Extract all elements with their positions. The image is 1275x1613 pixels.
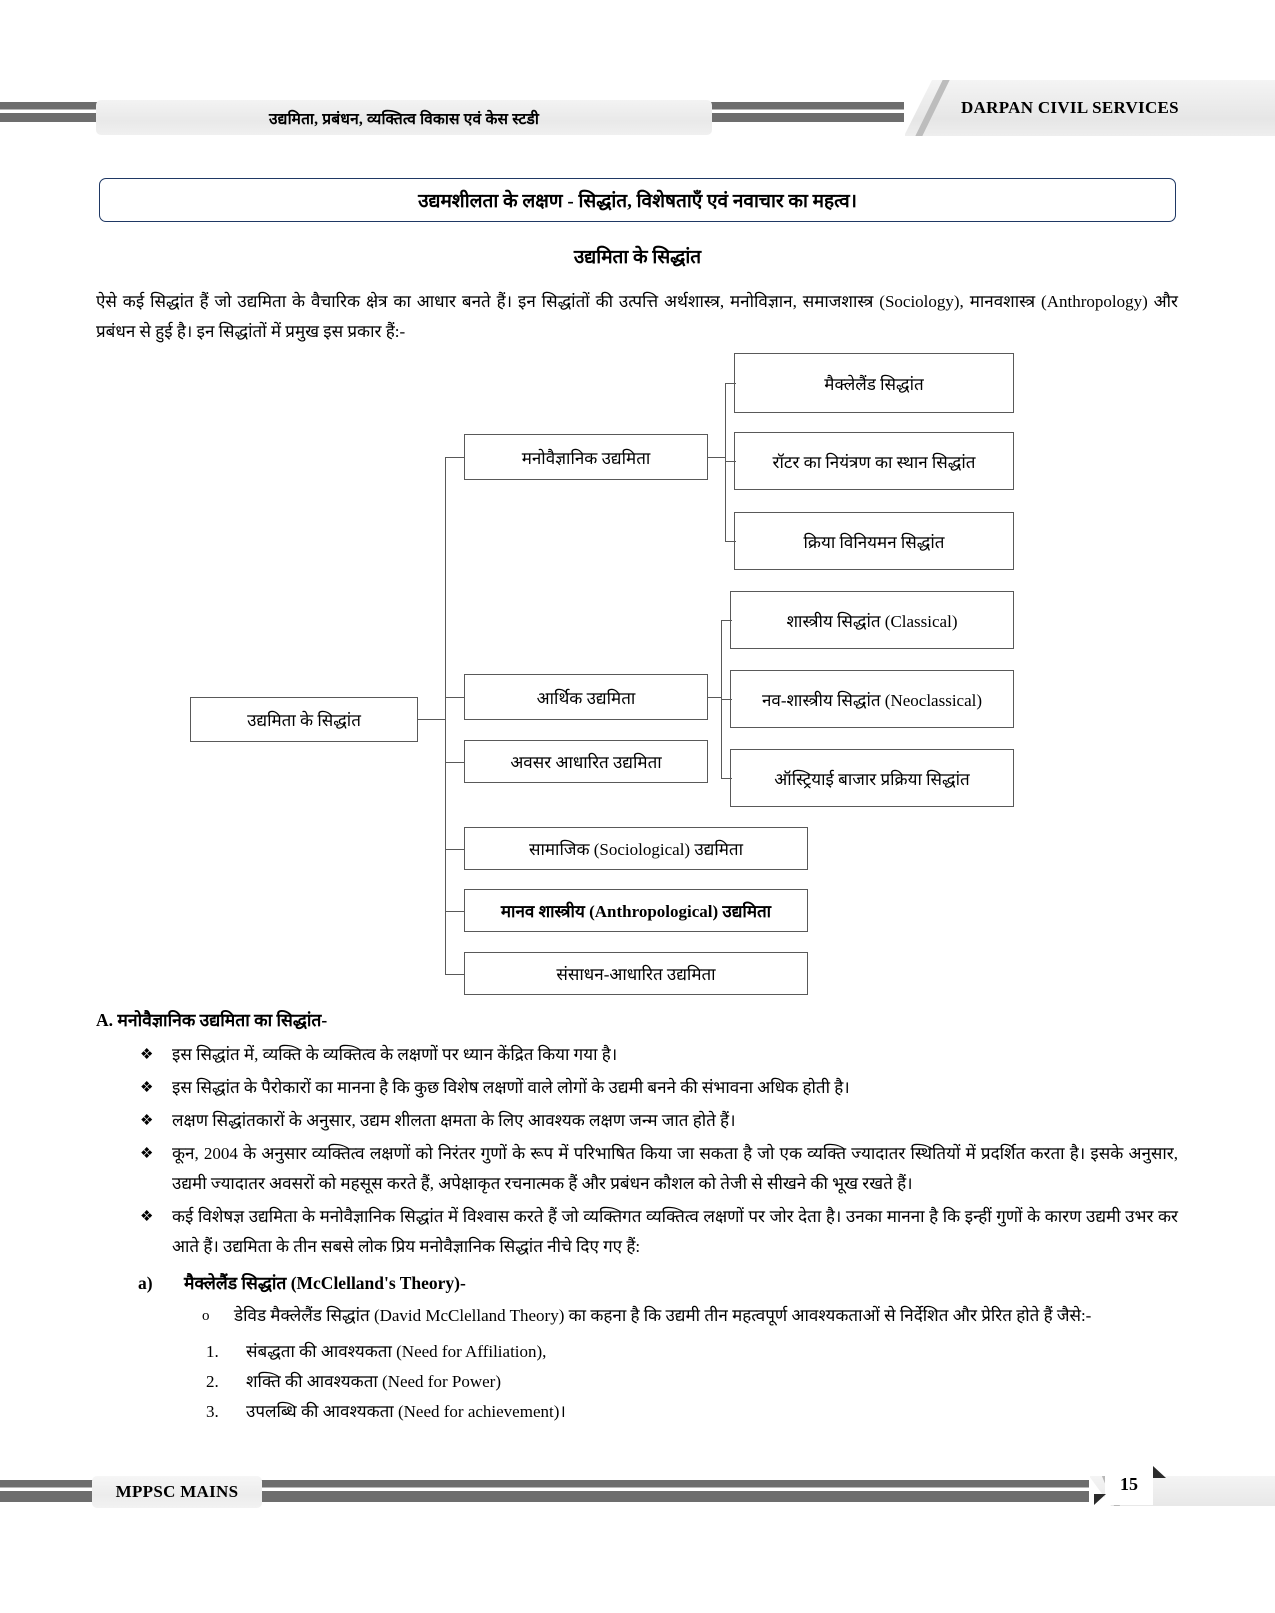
tree-node-branch-5-label: संसाधन-आधारित उद्यमिता xyxy=(556,965,716,984)
connector-leaf-0-0 xyxy=(725,383,736,385)
footer-rule xyxy=(0,1480,1120,1502)
connector-branch-4 xyxy=(445,911,464,913)
tree-node-leaf-0-2-label: क्रिया विनियमन सिद्धांत xyxy=(803,532,945,552)
connector-root-out xyxy=(418,719,446,721)
list-item-number: 1. xyxy=(206,1342,219,1361)
tree-node-root: उद्यमिता के सिद्धांत xyxy=(190,697,418,742)
list-item: ❖ कई विशेषज्ञ उद्यमिता के मनोवैज्ञानिक स… xyxy=(96,1202,1178,1262)
connector-leaf-0-1 xyxy=(725,461,736,463)
list-item: ❖ कून, 2004 के अनुसार व्यक्तित्व लक्षणों… xyxy=(96,1139,1178,1199)
tree-node-leaf-0-2: क्रिया विनियमन सिद्धांत xyxy=(734,512,1014,570)
connector-leaf-0-2 xyxy=(725,541,736,543)
tree-node-branch-0-label: मनोवैज्ञानिक उद्यमिता xyxy=(521,448,651,468)
list-item-text: कई विशेषज्ञ उद्यमिता के मनोवैज्ञानिक सिद… xyxy=(172,1207,1178,1256)
list-item: ❖ इस सिद्धांत के पैरोकारों का मानना है क… xyxy=(96,1073,1178,1103)
connector-branch-5 xyxy=(445,974,464,976)
tree-node-leaf-1-2-label: ऑस्ट्रियाई बाजार प्रक्रिया सिद्धांत xyxy=(774,769,970,789)
connector-branch-2 xyxy=(445,762,464,764)
connector-leaf-1-1 xyxy=(721,699,732,701)
connector-branch-0-out xyxy=(708,457,726,459)
tree-node-branch-2: अवसर आधारित उद्यमिता xyxy=(464,740,708,783)
diamond-bullet-icon: ❖ xyxy=(140,1209,154,1225)
list-item-text: संबद्धता की आवश्यकता (Need for Affiliati… xyxy=(246,1342,547,1361)
tree-node-branch-3-label: सामाजिक (Sociological) उद्यमिता xyxy=(528,840,744,859)
footer-exam-plate: MPPSC MAINS xyxy=(92,1476,262,1508)
list-item-text: इस सिद्धांत में, व्यक्ति के व्यक्तित्व क… xyxy=(172,1045,618,1064)
tree-node-leaf-1-0-label: शास्त्रीय सिद्धांत (Classical) xyxy=(786,611,958,631)
tree-node-leaf-0-1: रॉटर का नियंत्रण का स्थान सिद्धांत xyxy=(734,432,1014,490)
tree-node-branch-1-label: आर्थिक उद्यमिता xyxy=(536,688,636,708)
list-item-text: कून, 2004 के अनुसार व्यक्तित्व लक्षणों क… xyxy=(172,1144,1178,1193)
section-subtitle: उद्यमिता के सिद्धांत xyxy=(573,247,702,268)
item-a-block: a) मैक्लेलैंड सिद्धांत (McClelland's The… xyxy=(96,1268,1178,1427)
header-brand-plate: DARPAN CIVIL SERVICES xyxy=(904,80,1275,136)
tree-node-leaf-1-1: नव-शास्त्रीय सिद्धांत (Neoclassical) xyxy=(730,670,1014,728)
tree-node-leaf-0-0-label: मैक्लेलैंड सिद्धांत xyxy=(824,374,924,394)
tree-node-branch-3: सामाजिक (Sociological) उद्यमिता xyxy=(464,827,808,870)
list-item: 2. शक्ति की आवश्यकता (Need for Power) xyxy=(96,1367,1178,1397)
list-item: ❖ लक्षण सिद्धांतकारों के अनुसार, उद्यम श… xyxy=(96,1106,1178,1136)
connector-leaf-1-2 xyxy=(721,778,732,780)
list-item-text: शक्ति की आवश्यकता (Need for Power) xyxy=(246,1372,501,1391)
tree-node-branch-2-label: अवसर आधारित उद्यमिता xyxy=(510,753,662,772)
tree-node-leaf-1-1-label: नव-शास्त्रीय सिद्धांत (Neoclassical) xyxy=(761,690,983,710)
header-rule-middle xyxy=(700,102,905,122)
connector-main-spine xyxy=(445,457,447,974)
tree-node-leaf-0-1-label: रॉटर का नियंत्रण का स्थान सिद्धांत xyxy=(772,452,976,472)
tree-node-branch-0: मनोवैज्ञानिक उद्यमिता xyxy=(464,434,708,480)
list-item: 3. उपलब्धि की आवश्यकता (Need for achieve… xyxy=(96,1397,1178,1427)
theories-tree-diagram: उद्यमिता के सिद्धांत मनोवैज्ञानिक उद्यमि… xyxy=(0,348,1275,1008)
footer-exam-label: MPPSC MAINS xyxy=(115,1482,239,1501)
header-rule-left xyxy=(0,102,110,122)
diamond-bullet-icon: ❖ xyxy=(140,1113,154,1129)
topic-title-box: उद्यमशीलता के लक्षण - सिद्धांत, विशेषताए… xyxy=(99,178,1176,222)
intro-paragraph: ऐसे कई सिद्धांत हैं जो उद्यमिता के वैचार… xyxy=(96,292,1178,341)
list-item-text: उपलब्धि की आवश्यकता (Need for achievemen… xyxy=(246,1402,566,1421)
tree-node-leaf-1-2: ऑस्ट्रियाई बाजार प्रक्रिया सिद्धांत xyxy=(730,749,1014,807)
item-a-sub-text: डेविड मैक्लेलैंड सिद्धांत (David McClell… xyxy=(234,1306,1092,1325)
connector-branch-3 xyxy=(445,849,464,851)
diamond-bullet-icon: ❖ xyxy=(140,1047,154,1063)
tree-node-branch-5: संसाधन-आधारित उद्यमिता xyxy=(464,952,808,995)
tree-node-branch-4-label: मानव शास्त्रीय (Anthropological) उद्यमित… xyxy=(500,902,772,921)
connector-branch-1 xyxy=(445,697,464,699)
circle-bullet-icon: o xyxy=(202,1308,210,1324)
item-a-marker: a) xyxy=(138,1273,153,1293)
tree-node-branch-1: आर्थिक उद्यमिता xyxy=(464,674,708,720)
tree-node-branch-4: मानव शास्त्रीय (Anthropological) उद्यमित… xyxy=(464,889,808,932)
page-corner-triangle-right-icon xyxy=(1153,1466,1166,1478)
list-item: 1. संबद्धता की आवश्यकता (Need for Affili… xyxy=(96,1337,1178,1367)
connector-branch-1-out xyxy=(708,697,722,699)
connector-leaf-1-0 xyxy=(721,620,732,622)
header-chapter-title: उद्यमिता, प्रबंधन, व्यक्तित्व विकास एवं … xyxy=(268,110,540,128)
list-item-text: लक्षण सिद्धांतकारों के अनुसार, उद्यम शील… xyxy=(172,1111,736,1130)
page-footer: MPPSC MAINS 15 xyxy=(0,1463,1275,1512)
item-a-title: मैक्लेलैंड सिद्धांत (McClelland's Theory… xyxy=(184,1273,466,1293)
item-a-numbered-list: 1. संबद्धता की आवश्यकता (Need for Affili… xyxy=(96,1337,1178,1427)
page-number: 15 xyxy=(1105,1463,1153,1505)
diamond-bullet-icon: ❖ xyxy=(140,1080,154,1096)
tree-node-leaf-0-0: मैक्लेलैंड सिद्धांत xyxy=(734,353,1014,413)
page-header xyxy=(0,88,1275,136)
header-brand-label: DARPAN CIVIL SERVICES xyxy=(961,98,1179,117)
connector-branch-0 xyxy=(445,457,464,459)
section-a-bullet-list: ❖ इस सिद्धांत में, व्यक्ति के व्यक्तित्व… xyxy=(96,1040,1178,1265)
tree-node-root-label: उद्यमिता के सिद्धांत xyxy=(247,711,361,730)
section-a-heading: A. मनोवैज्ञानिक उद्यमिता का सिद्धांत- xyxy=(96,1010,328,1030)
item-a-sub-row: o डेविड मैक्लेलैंड सिद्धांत (David McCle… xyxy=(96,1301,1178,1331)
list-item-text: इस सिद्धांत के पैरोकारों का मानना है कि … xyxy=(172,1078,850,1097)
diamond-bullet-icon: ❖ xyxy=(140,1146,154,1162)
list-item-number: 3. xyxy=(206,1402,219,1421)
list-item-number: 2. xyxy=(206,1372,219,1391)
list-item: ❖ इस सिद्धांत में, व्यक्ति के व्यक्तित्व… xyxy=(96,1040,1178,1070)
header-chapter-plate: उद्यमिता, प्रबंधन, व्यक्तित्व विकास एवं … xyxy=(96,100,712,135)
tree-node-leaf-1-0: शास्त्रीय सिद्धांत (Classical) xyxy=(730,591,1014,649)
page-corner-triangle-left-icon xyxy=(1094,1494,1106,1505)
item-a-heading-row: a) मैक्लेलैंड सिद्धांत (McClelland's The… xyxy=(96,1268,1178,1298)
topic-title-text: उद्यमशीलता के लक्षण - सिद्धांत, विशेषताए… xyxy=(418,191,857,212)
